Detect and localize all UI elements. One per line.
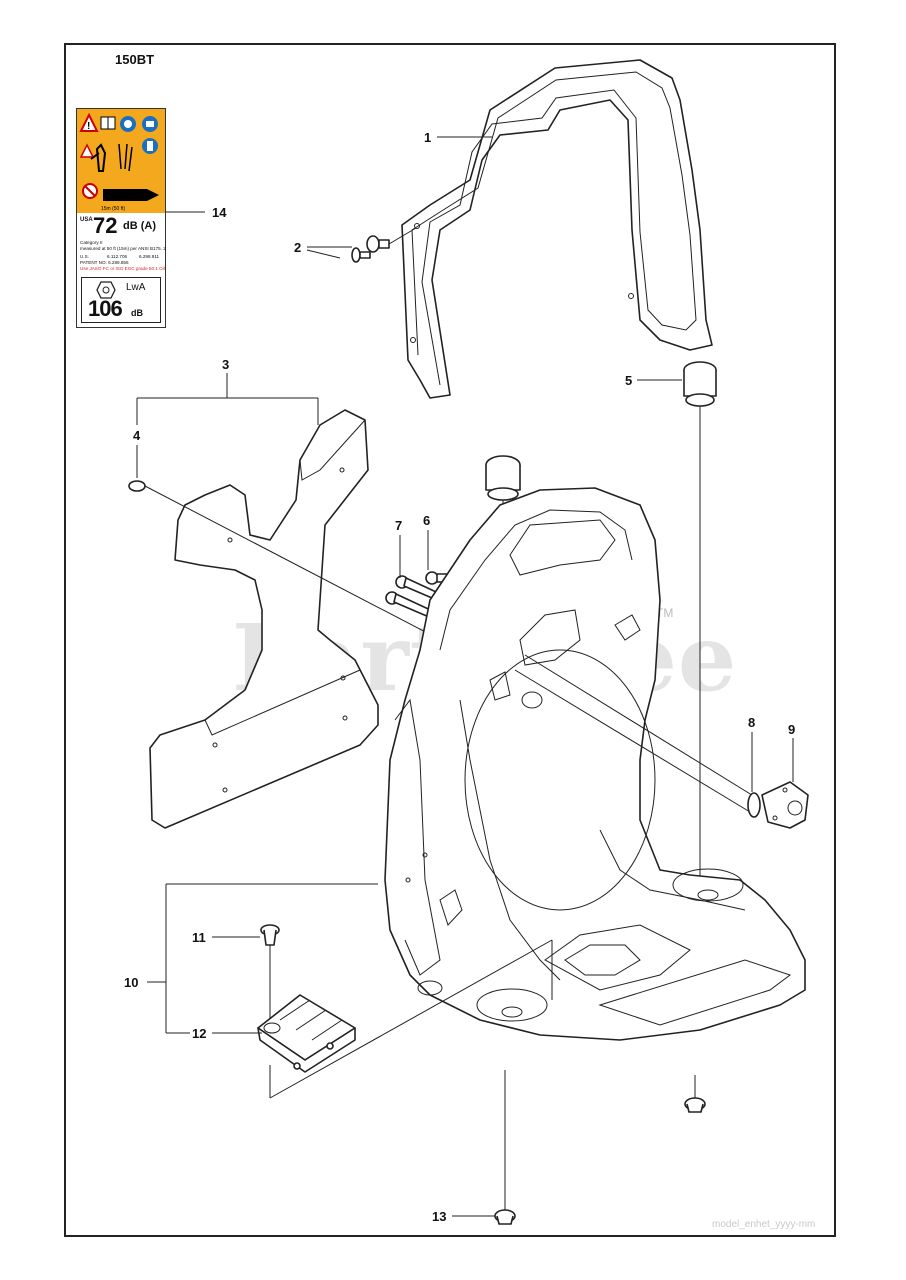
callout-leaders (136, 136, 794, 1217)
watermark-tm: TM (656, 606, 673, 620)
hexagon-icon (96, 281, 116, 299)
lwa-value: 106 (88, 296, 123, 321)
label-patent: PATENT NO: 6.289.856 (80, 260, 129, 265)
part-foot-13 (494, 1070, 516, 1225)
warning-symbols-icon: ! 15m (50 ft) (79, 112, 159, 212)
part-pin (128, 480, 461, 651)
lwa-unit: dB (131, 308, 143, 318)
part-harness-frame (401, 59, 713, 399)
callout-9: 9 (788, 722, 795, 737)
callout-14: 14 (212, 205, 227, 220)
label-num-a: 6.112.706 (107, 254, 128, 259)
part-screws (351, 227, 417, 263)
part-foot-plate (257, 994, 356, 1073)
label-us: U.S. (80, 254, 89, 259)
part-backpack-frame (384, 487, 806, 1041)
label-measured: measured at 50 ft (15m) per ANSI B175. 2 (80, 246, 166, 251)
callout-3: 3 (222, 357, 229, 372)
svg-text:!: ! (87, 121, 90, 132)
part-back-pad (149, 409, 379, 829)
part-plug-5 (683, 361, 717, 890)
part-clip (260, 924, 280, 1020)
label-fuel: Use JASO FC or ISO EGC grade 50:1 Oil (80, 266, 165, 271)
footer-code: model_enhet_yyyy-mm (712, 1219, 816, 1230)
label-sound-unit: dB (A) (123, 220, 156, 232)
label-distance: 15m (50 ft) (101, 206, 126, 212)
label-num-b: 6.298.911 (139, 254, 160, 259)
callout-8: 8 (748, 715, 755, 730)
callout-1: 1 (424, 130, 431, 145)
lwa-box: LwA 106 dB (81, 277, 161, 323)
callout-10: 10 (124, 975, 138, 990)
callout-5: 5 (625, 373, 632, 388)
callout-7: 7 (395, 518, 402, 533)
warning-pictograms: ! 15m (50 ft) (77, 109, 165, 213)
diagram-frame (64, 43, 836, 1237)
warning-label: ! 15m (50 ft) USA 72 dB (A) Category II … (76, 108, 166, 328)
label-region: USA (80, 217, 93, 223)
label-category: Category II (80, 240, 103, 245)
part-damper (514, 654, 809, 829)
model-name: 150BT (115, 52, 155, 67)
callout-6: 6 (423, 513, 430, 528)
callout-11: 11 (192, 930, 206, 945)
callout-12: 12 (192, 1026, 206, 1041)
callout-4: 4 (133, 428, 141, 443)
part-foot-rear (684, 1075, 706, 1113)
lwa-label: LwA (126, 282, 146, 293)
callout-13: 13 (432, 1209, 446, 1224)
label-sound-level: 72 (93, 213, 118, 238)
callout-2: 2 (294, 240, 301, 255)
